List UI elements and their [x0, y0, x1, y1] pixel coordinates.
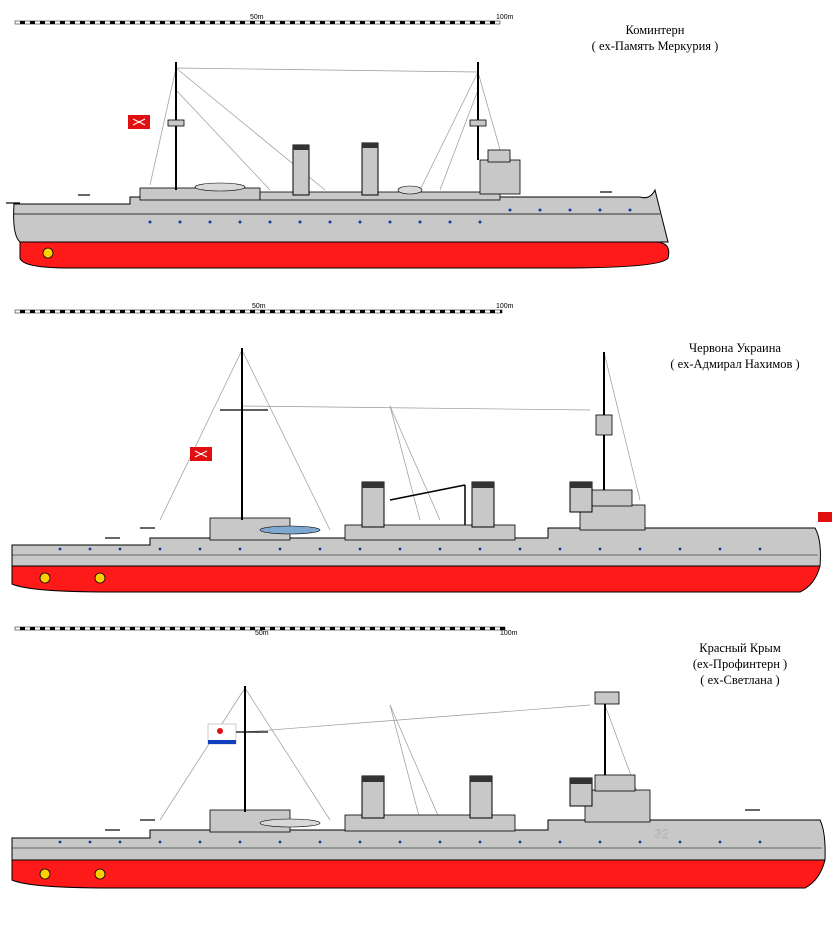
ship-1-flag-icon: [128, 115, 150, 129]
ship-3-former-name-2: ( ex-Светлана ): [700, 673, 780, 687]
ship-2-jack-icon: [818, 512, 832, 522]
ship-2-drawing: [11, 348, 832, 593]
ship-3-funnel-1: [361, 775, 385, 819]
ship-3-title: Красный Крым (ex-Профинтерн ) ( ex-Светл…: [680, 640, 800, 688]
ship-1-name: Коминтерн: [625, 23, 685, 37]
ship-2-funnel-1: [361, 481, 385, 528]
ship-3-flag-icon: [207, 723, 237, 745]
ship-3-portholes: [58, 840, 762, 844]
ship-2-midship-superstructure: [344, 524, 516, 541]
ship-1-underwater-hull: [19, 241, 670, 269]
ship-1-propeller-icon: [42, 247, 54, 259]
ship-3-midship-superstructure: [344, 814, 516, 832]
ship-1-title: Коминтерн ( ex-Память Меркурия ): [555, 22, 755, 54]
ship-3-former-name: (ex-Профинтерн ): [692, 657, 788, 671]
scale-1-100m: 100m: [496, 14, 514, 21]
ship-2-name: Червона Украина: [689, 341, 781, 355]
ship-3-propeller-icon: [39, 868, 106, 880]
ship-3-bridge: [584, 789, 651, 823]
ship-3-underwater-hull: [11, 859, 826, 889]
ship-3-drawing: 32: [11, 686, 826, 889]
ship-1-funnel-2: [361, 142, 379, 196]
ship-1-drawing: [6, 62, 670, 269]
ship-3-name: Красный Крым: [699, 641, 781, 655]
scale-2-50m: 50m: [252, 303, 266, 310]
ship-1-forward-superstructure: [139, 187, 261, 201]
ship-2-rigging: [159, 349, 641, 531]
ship-2-portholes: [58, 547, 762, 551]
scale-2-100m: 100m: [496, 303, 514, 310]
ship-1-former-name: ( ex-Память Меркурия ): [591, 39, 719, 53]
ship-2-flag-icon: [190, 447, 212, 461]
scale-bar-2: [14, 309, 503, 314]
ship-3-hull-number: 32: [655, 827, 669, 841]
ship-3-funnel-2: [469, 775, 493, 819]
ship-2-underwater-hull: [11, 565, 821, 593]
ship-1-hull: [13, 188, 669, 243]
ship-2-former-name: ( ex-Адмирал Нахимов ): [670, 357, 800, 371]
ship-1-bridge: [479, 159, 521, 195]
ship-1-midship-superstructure: [259, 191, 501, 201]
scale-1-50m: 50m: [250, 14, 264, 21]
scale-3-100m: 100m: [500, 630, 518, 637]
ship-2-title: Червона Украина ( ex-Адмирал Нахимов ): [645, 340, 825, 372]
ship-3-rigging: [159, 687, 641, 821]
ship-2-funnel-2: [471, 481, 495, 528]
ship-1-funnel-1: [292, 144, 310, 196]
ship-2-propeller-icon: [39, 572, 106, 584]
ship-1-portholes: [148, 208, 632, 224]
scale-bar-1: [14, 20, 501, 25]
scale-3-50m: 50m: [255, 630, 269, 637]
scale-bar-3: [14, 626, 506, 631]
ship-1-rigging: [149, 67, 511, 191]
